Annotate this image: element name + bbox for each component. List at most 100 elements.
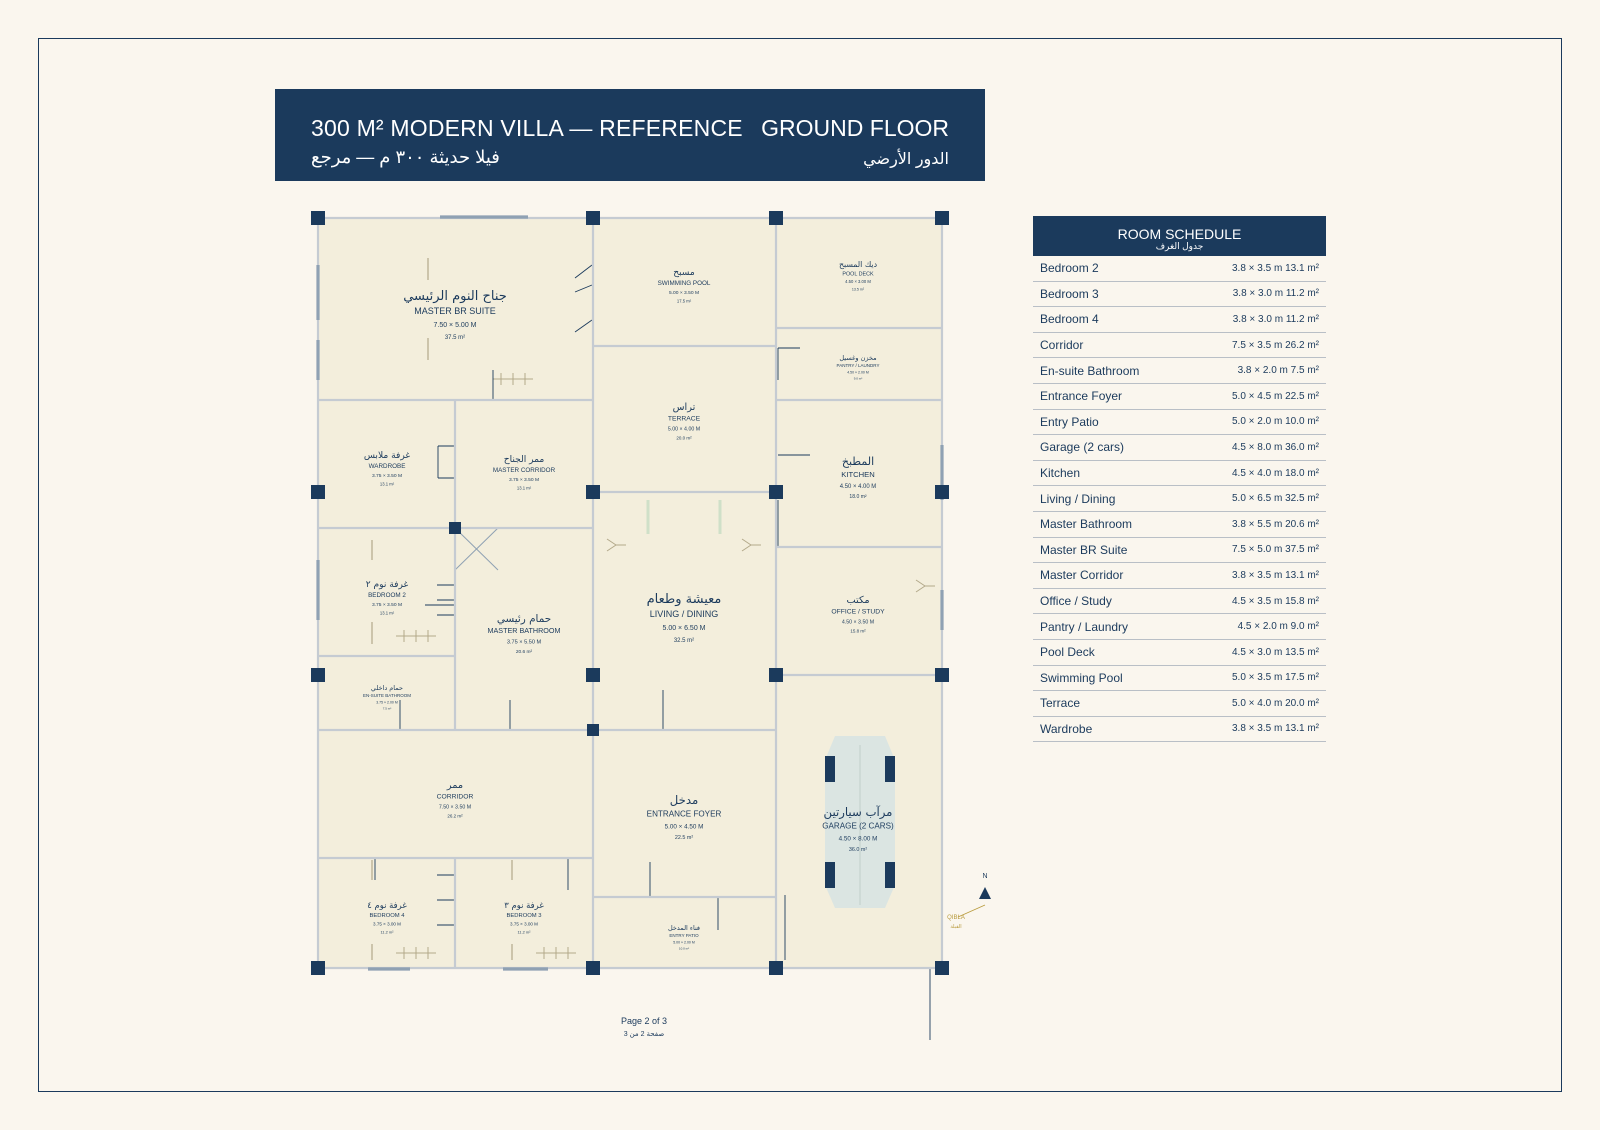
room-dimensions: 3.75 × 3.50 M [372, 602, 402, 608]
room-name-arabic: ممر الجناح [504, 455, 545, 465]
room-area: 13.1 m² [380, 610, 395, 615]
room-name: MASTER BATHROOM [488, 626, 561, 635]
schedule-room-dimensions: 3.8 × 3.0 m 11.2 m² [1232, 313, 1319, 325]
room-name-arabic: فناء المدخل [668, 924, 700, 932]
schedule-room-dimensions: 3.8 × 3.5 m 13.1 m² [1232, 262, 1319, 274]
room-schedule-title-arabic: جدول الغرف [1155, 241, 1204, 251]
schedule-room-name: Master Bathroom [1040, 517, 1133, 532]
room-name: TERRACE [668, 416, 701, 423]
room-name: WARDROBE [369, 463, 406, 470]
schedule-room-name: Entrance Foyer [1040, 389, 1123, 404]
room-area: 18.0 m² [849, 494, 867, 500]
schedule-room-dimensions: 4.5 × 2.0 m 9.0 m² [1237, 621, 1319, 633]
structural-column [586, 485, 600, 499]
furniture-icon [396, 630, 436, 642]
structural-column [935, 668, 949, 682]
structural-column [586, 961, 600, 975]
structural-column [586, 668, 600, 682]
schedule-room-name: Pool Deck [1040, 645, 1095, 660]
room-dimensions: 4.50 × 2.00 M [847, 371, 869, 375]
room-area: 22.5 m² [675, 835, 693, 841]
room-dimensions: 5.00 × 4.00 M [668, 426, 700, 432]
title-english: 300 M² MODERN VILLA — REFERENCE [311, 115, 743, 141]
structural-column [311, 961, 325, 975]
room-dimensions: 5.00 × 4.50 M [665, 823, 704, 830]
schedule-room-name: Pantry / Laundry [1040, 619, 1129, 634]
room-name-arabic: معيشة وطعام [647, 592, 722, 607]
qibla-label: QIBLA [947, 915, 965, 921]
room-dimensions: 4.50 × 3.00 M [845, 279, 871, 284]
room-name: CORRIDOR [437, 794, 474, 801]
car-wheel-icon [885, 756, 895, 782]
qibla-arrow-icon [957, 904, 986, 918]
structural-column [586, 211, 600, 225]
schedule-room-dimensions: 4.5 × 3.5 m 15.8 m² [1232, 595, 1319, 607]
schedule-room-dimensions: 3.8 × 3.5 m 13.1 m² [1232, 569, 1319, 581]
schedule-row: Bedroom 2 3.8 × 3.5 m 13.1 m² [1033, 256, 1326, 282]
room-dimensions: 7.50 × 3.50 M [439, 804, 471, 810]
schedule-room-dimensions: 3.8 × 3.5 m 13.1 m² [1232, 723, 1319, 735]
schedule-row: Wardrobe 3.8 × 3.5 m 13.1 m² [1033, 717, 1326, 743]
schedule-room-name: Bedroom 2 [1040, 261, 1099, 276]
schedule-room-dimensions: 5.0 × 2.0 m 10.0 m² [1232, 416, 1319, 428]
room-name: OFFICE / STUDY [831, 609, 885, 616]
structural-column [449, 522, 461, 534]
page-number-arabic: صفحة 2 من 3 [623, 1031, 665, 1038]
room-name-arabic: مكتب [846, 595, 869, 606]
title-block: 300 M² MODERN VILLA — REFERENCE GROUND F… [275, 89, 985, 181]
room-name: EN-SUITE BATHROOM [363, 693, 411, 698]
room-name-arabic: مدخل [670, 793, 698, 807]
room-dimensions: 4.50 × 4.00 M [840, 484, 877, 490]
schedule-room-name: En-suite Bathroom [1040, 363, 1140, 378]
room-schedule: ROOM SCHEDULE جدول الغرف Bedroom 2 3.8 × … [1033, 216, 1326, 743]
schedule-room-dimensions: 4.5 × 4.0 m 18.0 m² [1232, 467, 1319, 479]
room-area: 37.5 m² [445, 335, 465, 341]
room-area: 13.5 m² [852, 287, 865, 291]
room-name: BEDROOM 3 [506, 913, 541, 919]
schedule-row: Pantry / Laundry 4.5 × 2.0 m 9.0 m² [1033, 614, 1326, 640]
ceiling-fan-icon [606, 538, 626, 552]
room-dimensions: 3.75 × 5.50 M [507, 640, 542, 646]
room-dimensions: 3.75 × 3.00 M [510, 922, 538, 927]
room-dimensions: 4.50 × 3.50 M [842, 619, 874, 625]
schedule-room-name: Wardrobe [1040, 721, 1093, 736]
schedule-room-dimensions: 3.8 × 3.0 m 11.2 m² [1232, 288, 1319, 300]
schedule-room-name: Terrace [1040, 696, 1081, 711]
room-name: BEDROOM 2 [368, 592, 406, 599]
north-arrow-icon [979, 887, 991, 899]
floor-title-english: GROUND FLOOR [761, 115, 949, 141]
schedule-room-name: Master BR Suite [1040, 542, 1128, 557]
structural-column [769, 211, 783, 225]
door-swing [574, 264, 593, 279]
room-name: ENTRY PATIO [669, 933, 699, 938]
room-name-arabic: مرآب سيارتين [824, 805, 893, 820]
room-area: 32.5 m² [674, 638, 694, 644]
page-indicator: Page 2 of 3 صفحة 2 من 3 [580, 1016, 708, 1038]
schedule-room-dimensions: 4.5 × 8.0 m 36.0 m² [1232, 441, 1319, 453]
structural-column [935, 961, 949, 975]
room-schedule-header: ROOM SCHEDULE جدول الغرف [1033, 216, 1326, 256]
